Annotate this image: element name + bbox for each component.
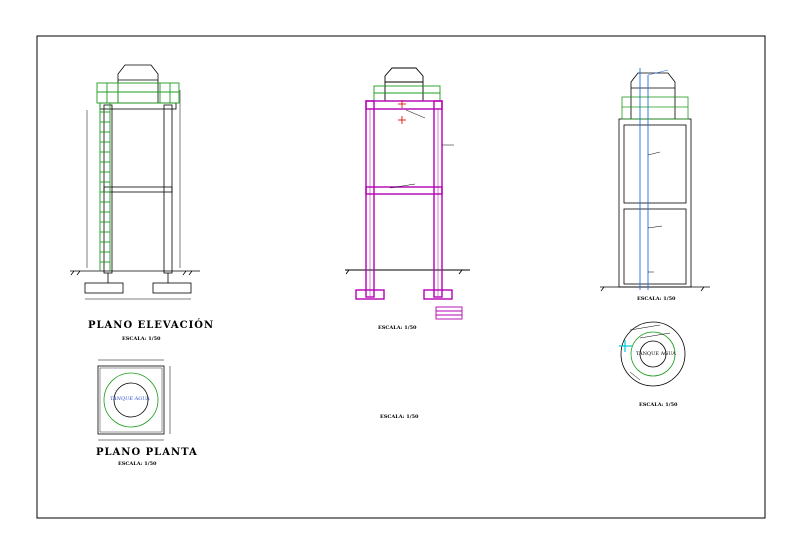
escala-elevacion: ESCALA: 1/50 (122, 336, 161, 342)
elevation-view (70, 64, 200, 300)
plan-view (97, 359, 171, 441)
escala-planta: ESCALA: 1/50 (118, 461, 157, 467)
installation-view (600, 68, 710, 292)
plano-planta-title: PLANO PLANTA (96, 447, 198, 458)
escala-instalacion: ESCALA: 1/50 (637, 296, 676, 302)
escala-detalle: ESCALA: 1/50 (639, 402, 678, 408)
detail-plan (619, 321, 686, 387)
escala-estructura: ESCALA: 1/50 (378, 325, 417, 331)
structure-view (345, 67, 470, 320)
tanque-label-plan: TANQUE AGUA (110, 396, 150, 402)
plano-elevacion-title: PLANO ELEVACIÓN (88, 320, 215, 331)
ladder (96, 82, 180, 271)
escala-center: ESCALA: 1/50 (380, 414, 419, 420)
sheet-border (36, 35, 766, 519)
tanque-label-detail: TANQUE AGUA (636, 351, 676, 357)
